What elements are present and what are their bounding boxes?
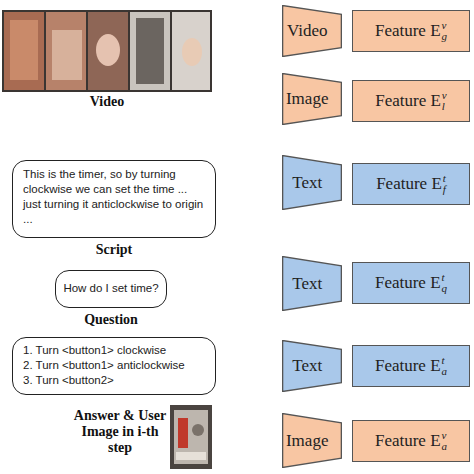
subscript: a xyxy=(442,366,448,377)
script-stack: vl xyxy=(442,90,447,112)
text-bubble: This is the timer, so by turning clockwi… xyxy=(12,160,216,258)
feature-box: Feature Etf xyxy=(352,163,470,205)
trapezoid-outline xyxy=(283,341,342,392)
trapezoid-outline xyxy=(283,6,342,57)
script-stack: tq xyxy=(442,272,448,294)
superscript: t xyxy=(442,355,448,366)
trapezoid-outline xyxy=(283,257,342,311)
encoder-label: Text xyxy=(282,256,332,311)
user-image xyxy=(170,405,212,469)
encoder-trapezoid: Text xyxy=(282,155,342,210)
encoder-label: Text xyxy=(282,155,332,210)
answer-box: 1. Turn <button1> clockwise2. Turn <butt… xyxy=(12,337,216,395)
bubble-text: This is the timer, so by turning clockwi… xyxy=(12,160,216,238)
superscript: t xyxy=(443,173,446,184)
feature-box: Feature Evl xyxy=(352,80,470,122)
section-heading: Question xyxy=(55,312,167,328)
superscript: v xyxy=(442,430,448,441)
feature-label: Feature E xyxy=(376,174,442,194)
trapezoid-outline xyxy=(283,156,342,210)
subscript: q xyxy=(442,283,448,294)
feature-label: Feature E xyxy=(375,91,441,111)
encoder-trapezoid: Video xyxy=(282,5,342,57)
encoder-label: Image xyxy=(282,413,332,468)
feature-label: Feature E xyxy=(375,273,441,293)
feature-box: Feature Etq xyxy=(352,262,470,304)
feature-label: Feature E xyxy=(375,21,441,41)
bubble-text: How do I set time? xyxy=(55,270,167,308)
subscript: g xyxy=(442,31,448,42)
encoder-trapezoid: Text xyxy=(282,256,342,311)
script-stack: tf xyxy=(443,173,446,195)
answer-step: 2. Turn <button1> anticlockwise xyxy=(23,358,205,373)
answer-caption: Answer & User Image in i-th step xyxy=(72,408,168,456)
answer-step: 1. Turn <button1> clockwise xyxy=(23,343,205,358)
subscript: a xyxy=(442,441,448,452)
feature-box: Feature Evg xyxy=(352,10,470,52)
feature-box: Feature Eva xyxy=(352,420,470,462)
image-caption: Video xyxy=(57,94,157,110)
trapezoid-outline xyxy=(283,74,342,125)
subscript: l xyxy=(442,101,447,112)
superscript: v xyxy=(442,20,448,31)
subscript: f xyxy=(443,184,446,195)
encoder-trapezoid: Image xyxy=(282,73,342,125)
script-stack: ta xyxy=(442,355,448,377)
feature-box: Feature Eta xyxy=(352,345,470,387)
script-stack: va xyxy=(442,430,448,452)
superscript: v xyxy=(442,90,447,101)
encoder-label: Text xyxy=(282,340,332,392)
trapezoid-outline xyxy=(283,414,342,468)
encoder-trapezoid: Image xyxy=(282,413,342,468)
encoder-label: Image xyxy=(282,73,332,125)
feature-label: Feature E xyxy=(375,356,441,376)
feature-label: Feature E xyxy=(375,431,441,451)
script-stack: vg xyxy=(442,20,448,42)
video-strip xyxy=(2,10,212,92)
text-bubble: How do I set time? Question xyxy=(55,270,167,330)
section-heading: Script xyxy=(12,242,216,258)
encoder-trapezoid: Text xyxy=(282,340,342,392)
encoder-label: Video xyxy=(282,5,332,57)
answer-step: 3. Turn <button2> xyxy=(23,373,205,388)
superscript: t xyxy=(442,272,448,283)
